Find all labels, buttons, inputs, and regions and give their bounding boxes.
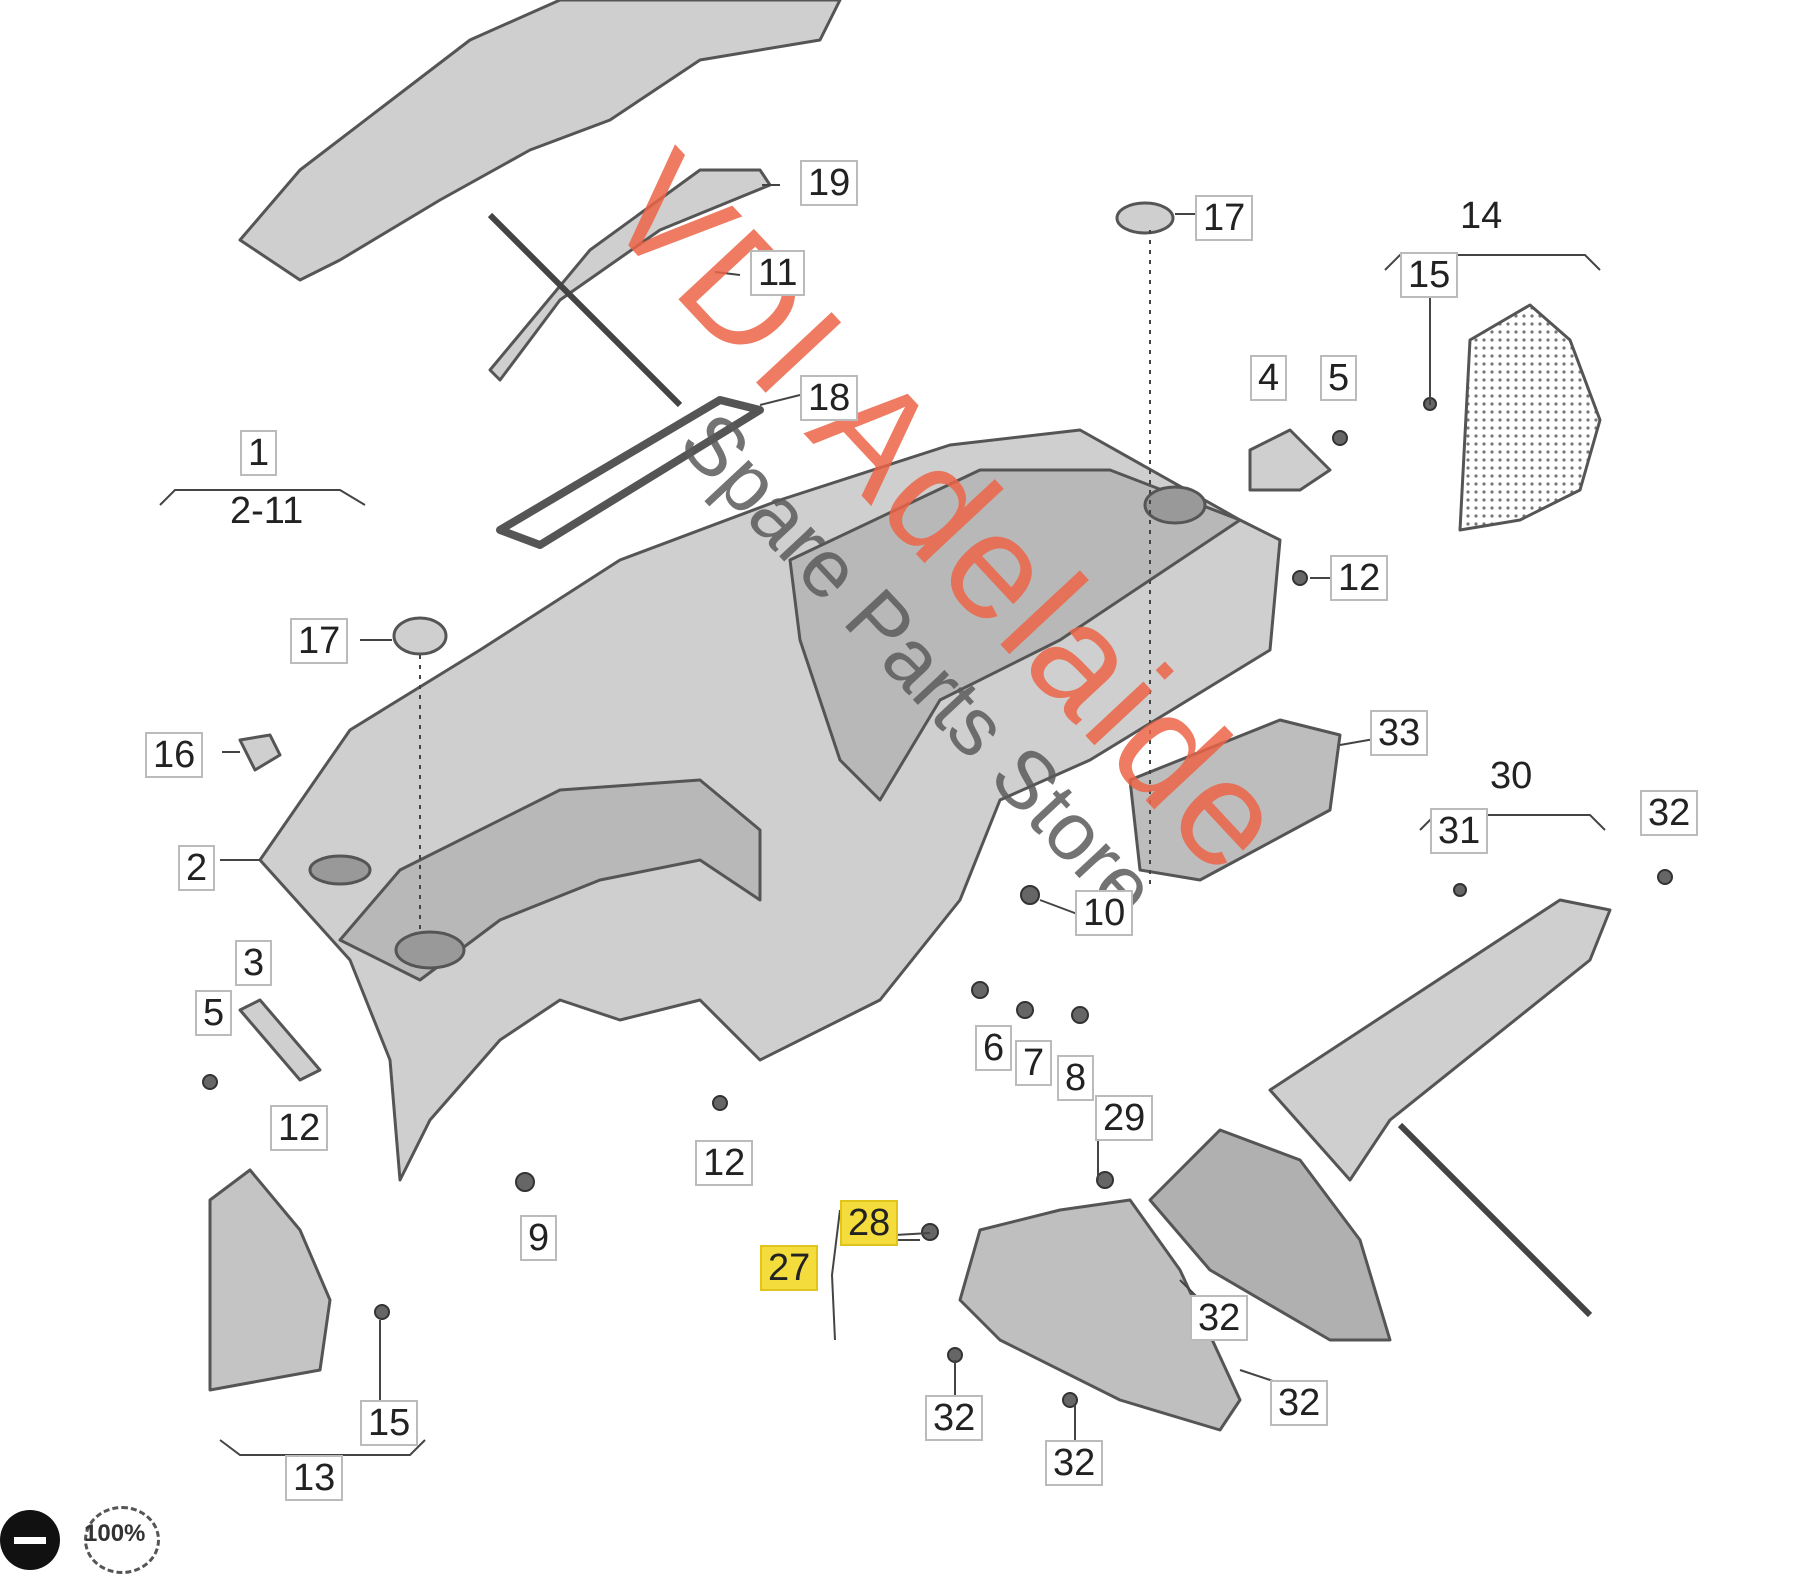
part-4-bracket: [1248, 428, 1332, 492]
part-3-bracket: [238, 998, 322, 1082]
callout-32-right[interactable]: 32: [1270, 1380, 1329, 1426]
callout-32-bottom-left[interactable]: 32: [925, 1395, 984, 1441]
callout-6[interactable]: 6: [975, 1025, 1013, 1071]
zoom-level-label: 100%: [84, 1520, 146, 1547]
callout-32-mid[interactable]: 32: [1190, 1295, 1249, 1341]
part-17-cap-upper: [1115, 201, 1175, 235]
part-18-seal: [496, 396, 764, 549]
dashboard-top-right: [788, 468, 1242, 802]
callout-5-left[interactable]: 5: [195, 990, 233, 1036]
part-30-trim: [1268, 898, 1612, 1182]
callout-13[interactable]: 13: [285, 1455, 344, 1501]
callout-2[interactable]: 2: [178, 845, 216, 891]
callout-11[interactable]: 11: [750, 250, 806, 296]
callout-30[interactable]: 30: [1490, 755, 1533, 797]
glovebox-housing: [1148, 1128, 1392, 1342]
callout-8[interactable]: 8: [1057, 1055, 1095, 1101]
callout-7[interactable]: 7: [1015, 1040, 1053, 1086]
zoom-reset-icon[interactable]: [84, 1506, 160, 1574]
dashboard-top-left: [338, 778, 762, 982]
callout-1[interactable]: 1: [240, 430, 278, 476]
callout-16[interactable]: 16: [145, 732, 204, 778]
callout-32-bottom[interactable]: 32: [1045, 1440, 1104, 1486]
part-16-clip: [238, 733, 282, 772]
part-13-side-cover: [208, 1168, 332, 1392]
callout-18[interactable]: 18: [800, 375, 859, 421]
callout-28[interactable]: 28: [840, 1200, 899, 1246]
callout-5-right[interactable]: 5: [1320, 355, 1358, 401]
callout-12-left[interactable]: 12: [270, 1105, 329, 1151]
callout-27[interactable]: 27: [760, 1245, 819, 1291]
callout-15-left[interactable]: 15: [360, 1400, 419, 1446]
callout-19[interactable]: 19: [800, 160, 859, 206]
callout-31[interactable]: 31: [1430, 808, 1489, 854]
callout-3[interactable]: 3: [235, 940, 273, 986]
callout-17-upper[interactable]: 17: [1195, 195, 1254, 241]
part-33-airbag: [1128, 718, 1342, 882]
callout-33[interactable]: 33: [1370, 710, 1429, 756]
callout-12-right[interactable]: 12: [1330, 555, 1389, 601]
part-17-cap-lower: [392, 616, 448, 656]
callout-12-center[interactable]: 12: [695, 1140, 754, 1186]
callout-17-lower[interactable]: 17: [290, 618, 349, 664]
part-14-side-cover: [1458, 303, 1602, 532]
part-27-knee-panel: [958, 1198, 1242, 1432]
callout-10[interactable]: 10: [1075, 890, 1134, 936]
callout-32-far-right[interactable]: 32: [1640, 790, 1699, 836]
callout-15-right[interactable]: 15: [1400, 252, 1459, 298]
zoom-out-button[interactable]: [0, 1510, 60, 1570]
top-trim-panel: [238, 0, 842, 282]
callout-4[interactable]: 4: [1250, 355, 1288, 401]
callout-9[interactable]: 9: [520, 1215, 558, 1261]
callout-2-11[interactable]: 2-11: [230, 490, 304, 532]
callout-29[interactable]: 29: [1095, 1095, 1154, 1141]
callout-14[interactable]: 14: [1460, 195, 1503, 237]
